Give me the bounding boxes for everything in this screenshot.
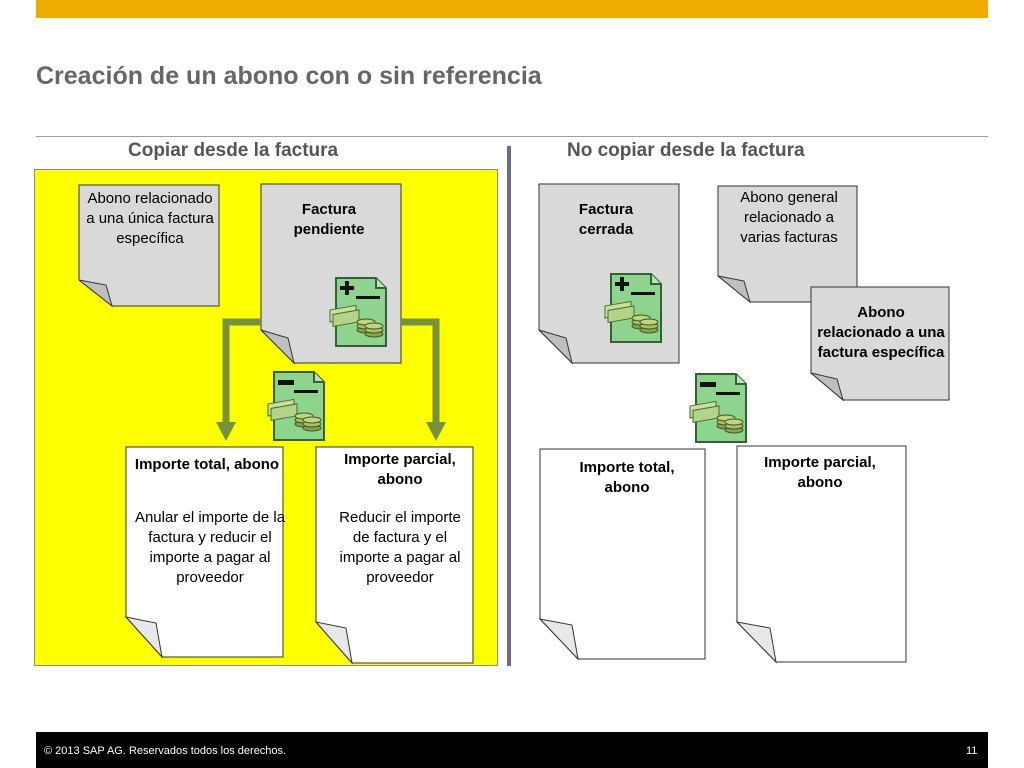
plus-money-document-icon: [330, 278, 386, 346]
pending-invoice-label: Factura pendiente: [293, 201, 365, 238]
copyright-text: © 2013 SAP AG. Reservados todos los dere…: [44, 745, 287, 757]
arrow-head-left: [216, 422, 236, 441]
right-partial-credit-doc: [736, 445, 907, 663]
footer-bar: [36, 732, 988, 768]
left-total-description: Anular el importe de la factura y reduci…: [134, 509, 286, 586]
arrow-head-right: [426, 422, 446, 441]
right-partial-title: Importe parcial, abono: [764, 454, 876, 491]
left-partial-credit-doc: [315, 446, 474, 664]
page-number: 11: [966, 745, 978, 757]
column-divider: [507, 146, 511, 666]
right-total-title: Importe total, abono: [579, 459, 675, 496]
specific-credit-memo-label: Abono relacionado a una factura específi…: [817, 304, 945, 361]
left-partial-title: Importe parcial, abono: [344, 451, 456, 488]
left-total-title: Importe total, abono: [134, 456, 280, 473]
left-total-credit-doc: [125, 446, 284, 658]
credit-memo-single-doc: [78, 184, 220, 307]
minus-money-document-icon: [268, 372, 324, 440]
left-column-heading: Copiar desde la factura: [128, 140, 339, 161]
credit-memo-single-label: Abono relacionado a una única factura es…: [86, 190, 214, 247]
top-accent-bar: [36, 0, 988, 18]
plus-money-document-icon: [605, 274, 661, 342]
right-column-heading: No copiar desde la factura: [567, 140, 805, 161]
page-title: Creación de un abono con o sin referenci…: [36, 62, 542, 90]
title-divider: [36, 136, 988, 137]
specific-credit-memo-doc: [810, 286, 950, 401]
general-credit-memo-label: Abono general relacionado a varias factu…: [740, 189, 838, 246]
split-arrows: [222, 318, 440, 424]
right-total-credit-doc: [539, 448, 706, 660]
closed-invoice-label: Factura cerrada: [578, 201, 634, 238]
general-credit-memo-doc: [717, 185, 858, 303]
left-partial-description: Reducir el importe de factura y el impor…: [339, 509, 461, 586]
minus-money-document-icon: [690, 374, 746, 442]
